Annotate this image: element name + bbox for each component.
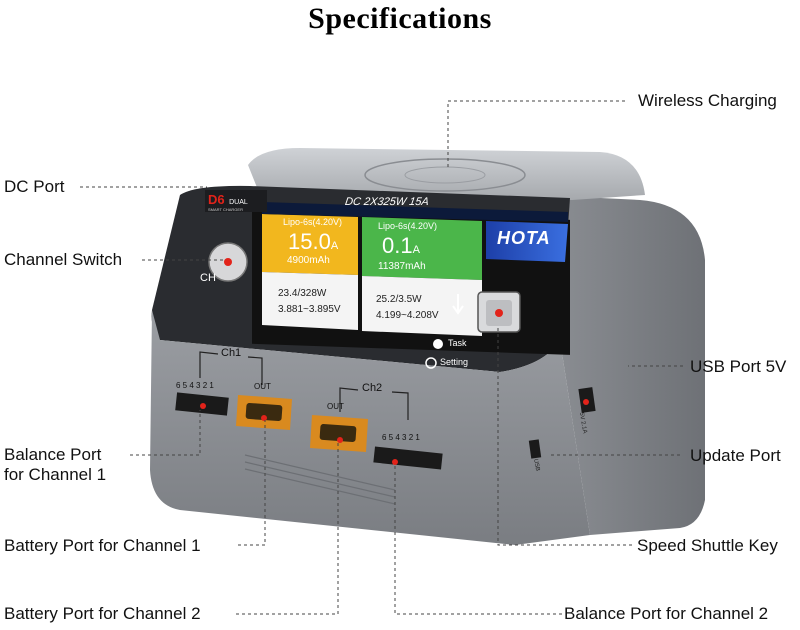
ch1-panel	[262, 214, 358, 275]
device-top	[248, 148, 645, 200]
ch1-out-label: OUT	[254, 382, 271, 391]
callout-balance-ch1-line1: Balance Port	[4, 445, 102, 464]
callout-wireless-charging: Wireless Charging	[638, 91, 777, 110]
update-port	[528, 439, 542, 459]
info-arrow-icon	[452, 294, 464, 315]
model-name: D6	[208, 192, 225, 207]
callout-dc-port: DC Port	[4, 177, 65, 196]
vent	[244, 454, 396, 505]
ch2-label: Ch2	[362, 382, 383, 394]
task-label: Task	[448, 338, 467, 348]
ch1-power: 23.4/328W	[278, 288, 327, 299]
brand-panel	[486, 221, 568, 262]
setting-dot-icon	[425, 357, 437, 369]
ch1-pins: 6 5 4 3 2 1	[176, 381, 214, 390]
ch1-current-value: 15.0	[288, 229, 331, 254]
callout-battery-ch1: Battery Port for Channel 1	[4, 536, 201, 555]
ch2-voltage: 4.199~4.208V	[376, 310, 439, 321]
ch1-capacity: 4900mAh	[287, 255, 330, 266]
model-logo-bg	[205, 190, 267, 212]
ch-button-label: CH	[200, 272, 216, 284]
page-title: Specifications	[308, 2, 492, 35]
ch2-current: 0.1A	[382, 233, 420, 259]
balance-port-ch2	[373, 446, 443, 470]
ch2-out-label: OUT	[327, 402, 344, 411]
ch2-pins: 6 5 4 3 2 1	[382, 433, 420, 442]
ch1-current: 15.0A	[288, 229, 338, 255]
ch2-bracket	[339, 387, 409, 420]
callout-lines	[80, 100, 683, 615]
callout-balance-ch2: Balance Port for Channel 2	[564, 604, 769, 623]
setting-label: Setting	[440, 357, 469, 367]
task-dot-icon	[433, 339, 443, 349]
ch1-mode: Lipo-6s(4.20V)	[283, 217, 343, 227]
callout-update-port: Update Port	[690, 446, 781, 465]
ch2-power: 25.2/3.5W	[376, 294, 422, 305]
ch1-voltage: 3.881~3.895V	[278, 304, 341, 315]
ch2-mode: Lipo-6s(4.20V)	[378, 221, 438, 231]
rating-text: DC 2X325W 15A	[344, 196, 430, 208]
device-front	[150, 310, 590, 545]
ch1-label: Ch1	[221, 347, 242, 359]
ch2-capacity: 11387mAh	[378, 261, 426, 272]
callout-battery-ch2: Battery Port for Channel 2	[4, 604, 201, 623]
model-sub: DUAL	[229, 199, 248, 206]
callout-speed-key: Speed Shuttle Key	[637, 536, 778, 555]
ch2-panel	[362, 217, 482, 280]
callout-balance-ch1-line2: for Channel 1	[4, 465, 107, 484]
ch2-current-unit: A	[412, 244, 420, 256]
brand-logo: HOTA	[497, 228, 551, 248]
callout-channel-switch: Channel Switch	[4, 250, 123, 269]
model-sub2: SMART CHARGER	[208, 207, 243, 212]
ch1-bracket	[199, 351, 263, 385]
device-side	[540, 195, 705, 535]
model-logo: D6 DUAL SMART CHARGER	[208, 191, 268, 212]
wireless-pad	[364, 158, 526, 192]
ch2-current-value: 0.1	[382, 233, 413, 258]
callout-usb-port: USB Port 5V	[690, 357, 787, 376]
ch1-current-unit: A	[330, 240, 339, 252]
